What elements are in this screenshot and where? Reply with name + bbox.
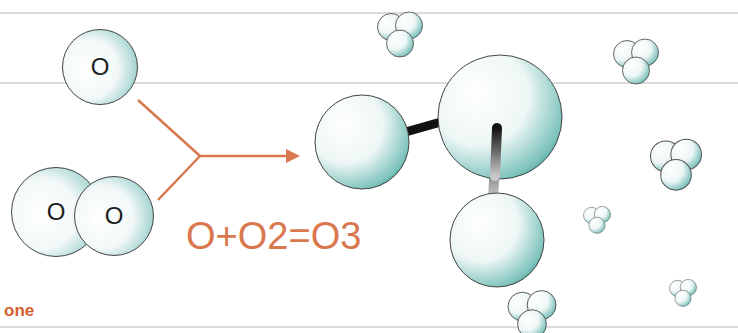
panel-label: one	[4, 302, 34, 319]
atom-circle: O	[62, 29, 138, 105]
atom-circle: O	[74, 176, 154, 256]
atom-symbol: O	[91, 55, 110, 79]
formula-text: O+O2=O3	[186, 217, 361, 255]
atom-symbol: O	[105, 204, 124, 228]
atom-symbol: O	[47, 200, 66, 224]
